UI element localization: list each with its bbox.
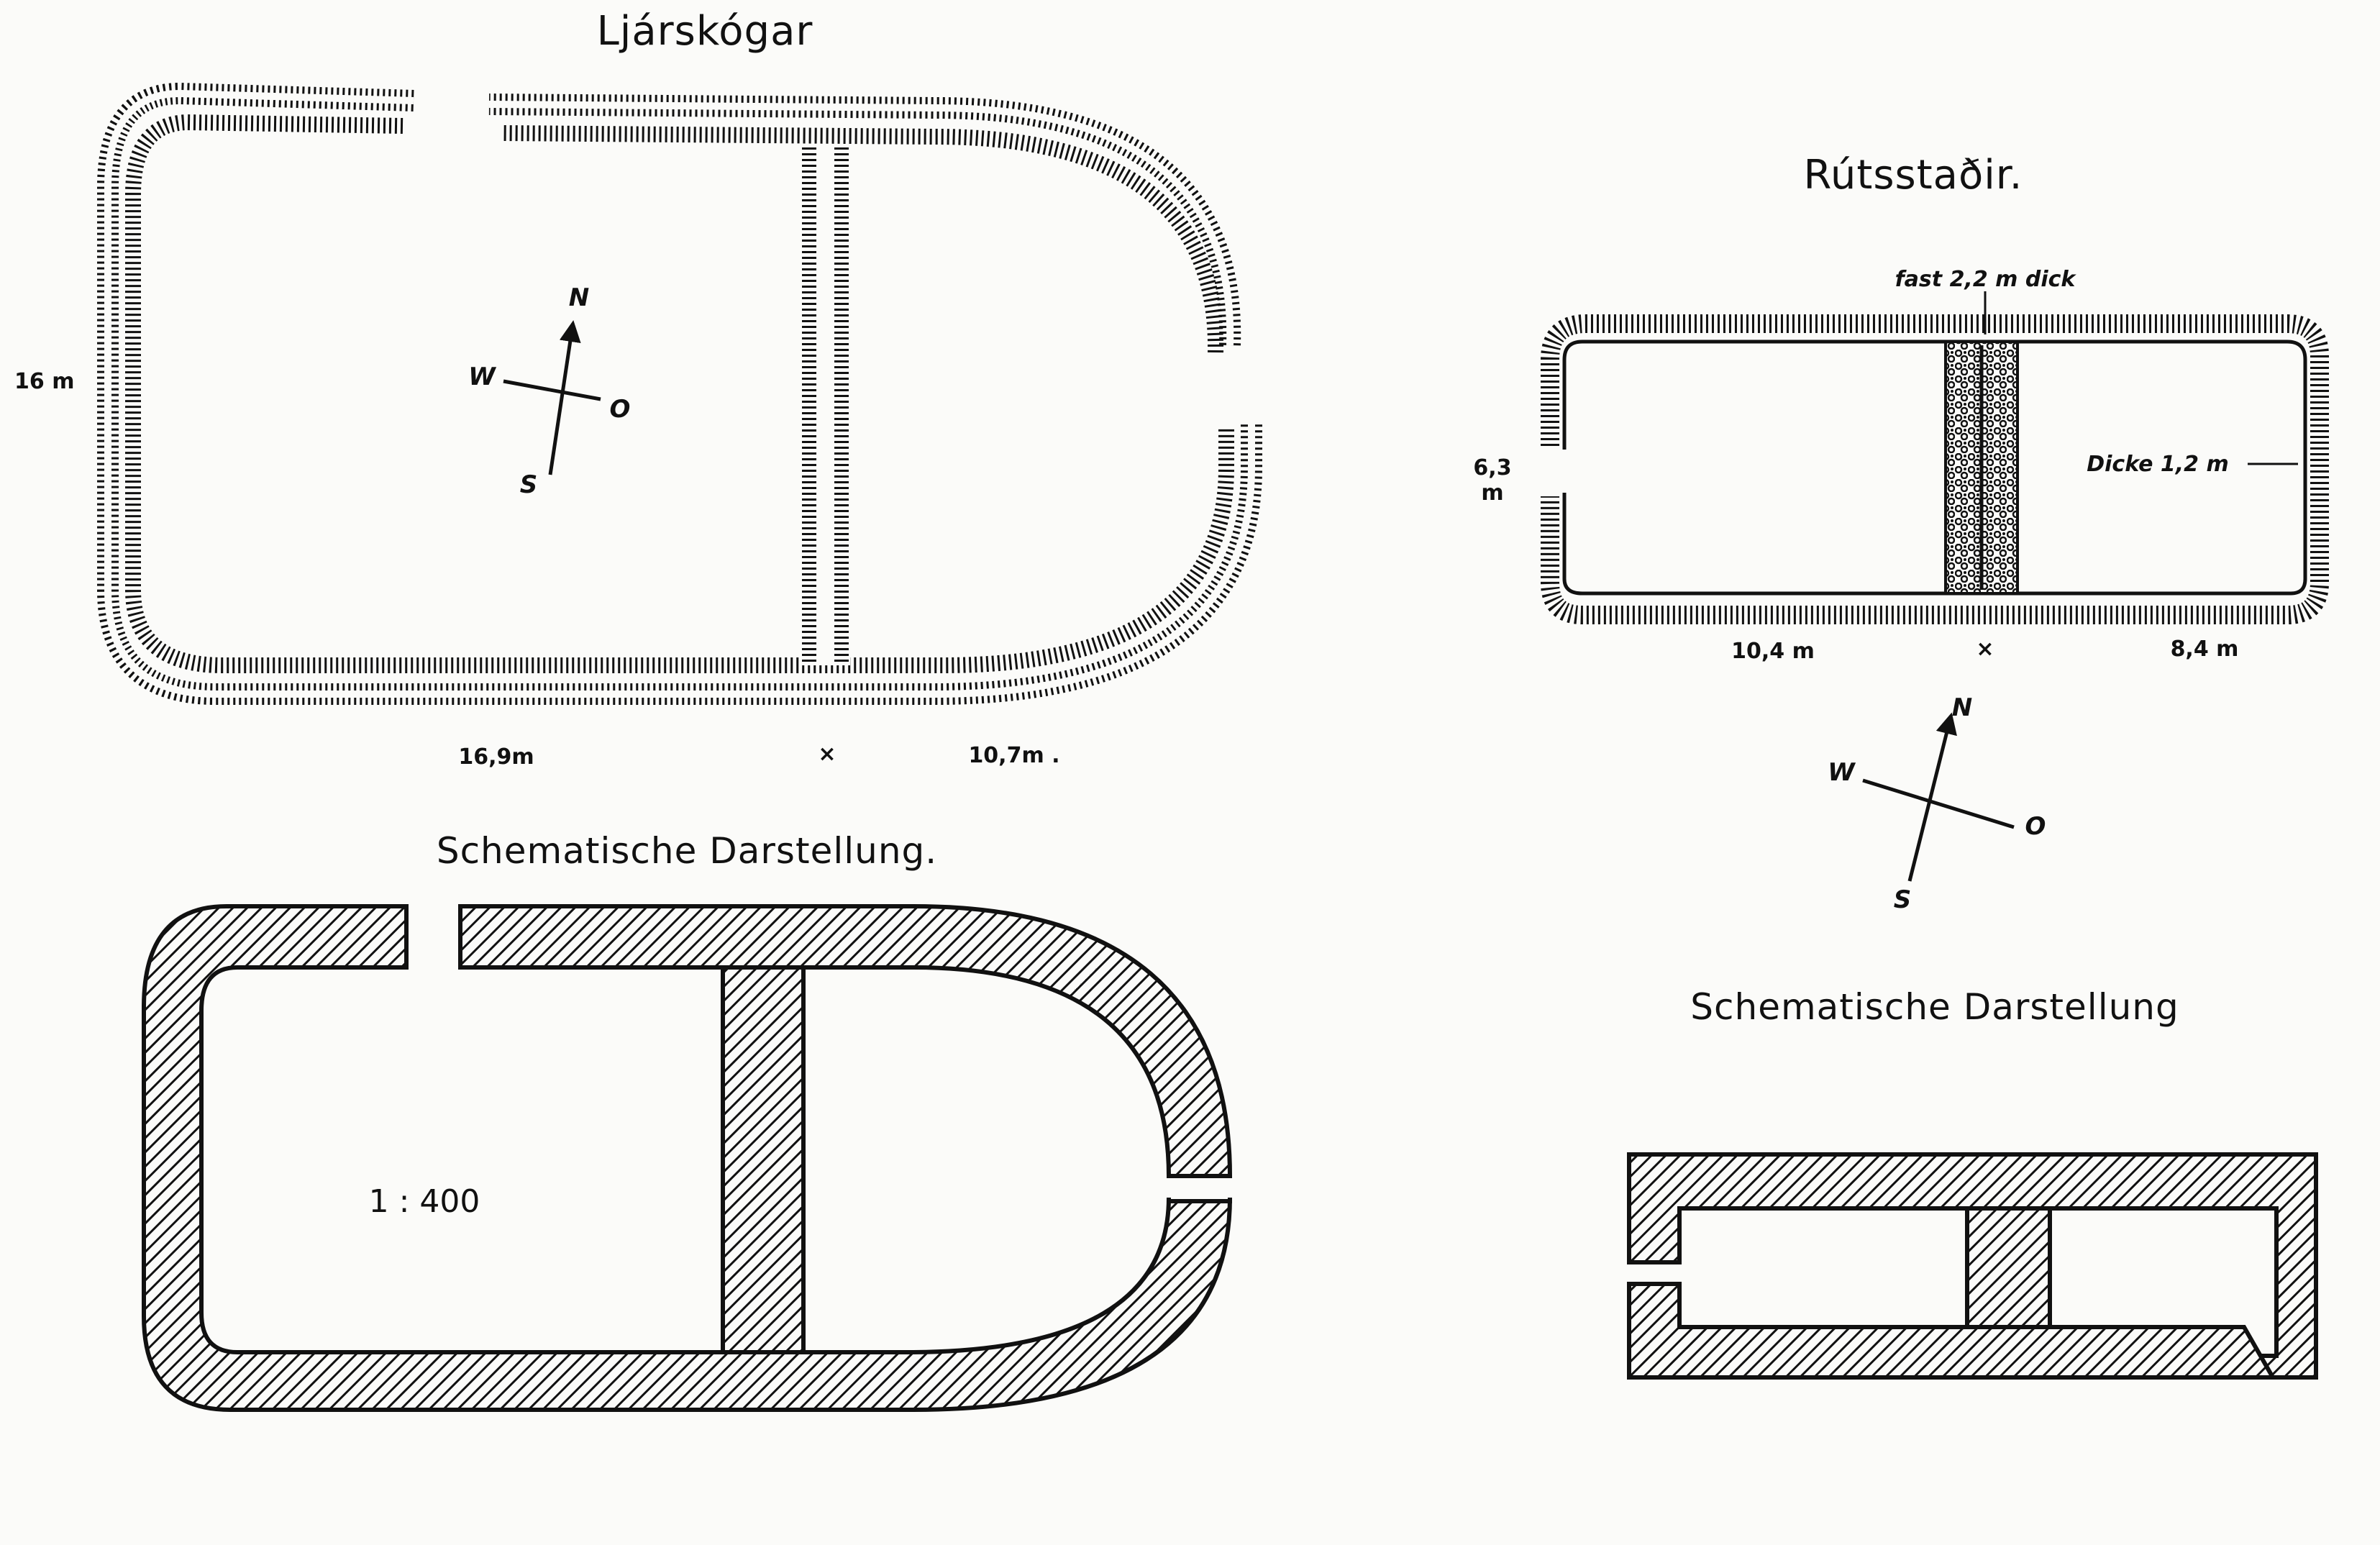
rutsstadir-schematic-title: Schematische Darstellung xyxy=(1690,986,2179,1028)
compass-south-label: S xyxy=(520,470,538,499)
rutsstadir-schematic xyxy=(1627,1152,2318,1380)
compass-north-label: N xyxy=(569,283,589,312)
ljarskogar-title: Ljárskógar xyxy=(597,8,813,55)
compass-east-label: O xyxy=(610,395,631,424)
compass-south-label: S xyxy=(1894,885,1912,914)
ljarskogar-compass: N S W O xyxy=(468,283,630,499)
rutsstadir-east-length: 8,4 m xyxy=(2171,637,2239,662)
rutsstadir-schematic-partition xyxy=(1965,1206,2052,1329)
ljarskogar-outer-wall xyxy=(97,82,1262,705)
ljarskogar-schematic-outer-wall xyxy=(142,904,1232,1412)
ljarskogar-height-dim: 16 m xyxy=(14,369,74,394)
ljarskogar-schematic-title: Schematische Darstellung. xyxy=(437,830,937,872)
ljarskogar-scale: 1 : 400 xyxy=(369,1183,480,1220)
compass-east-label: O xyxy=(2025,812,2046,841)
rutsstadir-compass: N S W O xyxy=(1828,693,2046,914)
rutsstadir-outer-wall xyxy=(1541,314,2329,624)
ljarskogar-survey-plan xyxy=(97,82,1262,705)
compass-west-label: W xyxy=(1828,758,1856,787)
rutsstadir-partition-note: fast 2,2 m dick xyxy=(1895,267,2077,292)
ljarskogar-schematic-upper-wall xyxy=(458,904,1233,1178)
ljarskogar-inner-wall xyxy=(125,114,1234,673)
rutsstadir-divider-mark: × xyxy=(1976,637,1994,662)
compass-north-label: N xyxy=(1952,693,1972,722)
ljarskogar-schematic xyxy=(142,904,1233,1412)
rutsstadir-height-bottom: m xyxy=(1481,480,1503,506)
rutsstadir-height-top: 6,3 xyxy=(1473,455,1511,480)
rutsstadir-inner-wall xyxy=(1562,339,2307,596)
compass-west-label: W xyxy=(468,363,496,391)
rutsstadir-schematic-lower-wall xyxy=(1627,1282,2277,1380)
rutsstadir-title: Rútsstaðir. xyxy=(1804,152,2023,199)
ljarskogar-schematic-partition xyxy=(721,965,806,1354)
ljarskogar-east-length: 10,7m . xyxy=(968,743,1059,768)
ljarskogar-divider-mark: × xyxy=(818,742,836,767)
rutsstadir-survey-plan xyxy=(1541,314,2329,624)
rutsstadir-west-length: 10,4 m xyxy=(1731,639,1815,664)
rutsstadir-thickness-note: Dicke 1,2 m xyxy=(2087,452,2229,477)
ljarskogar-west-length: 16,9m xyxy=(458,744,534,770)
